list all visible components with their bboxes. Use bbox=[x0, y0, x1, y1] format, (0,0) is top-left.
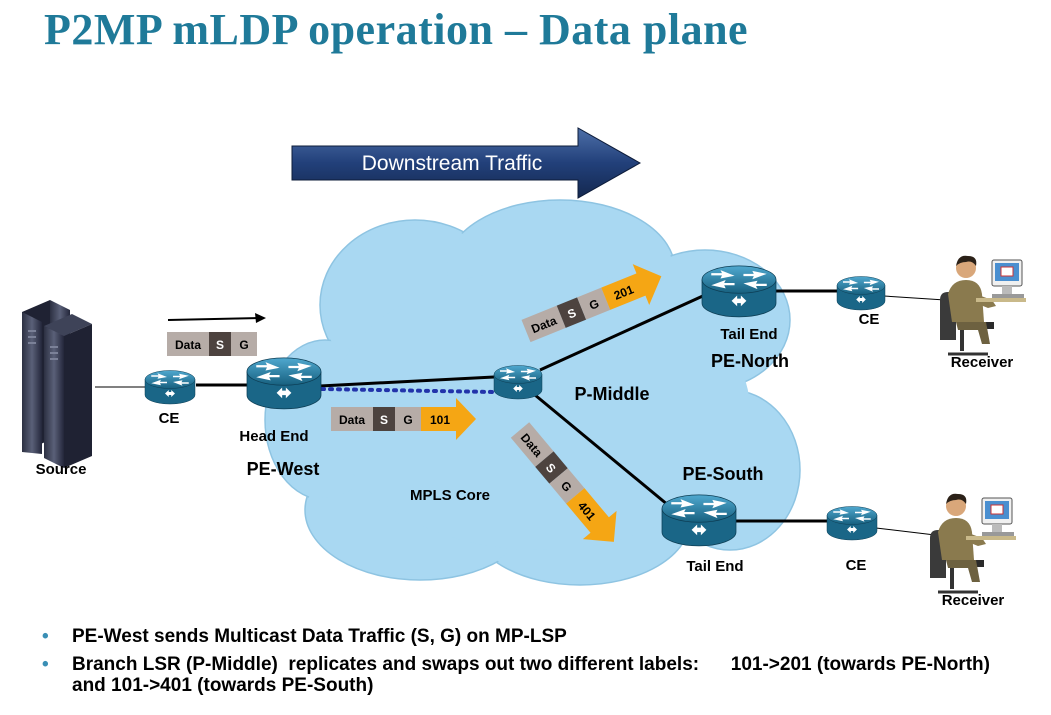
pe-west-name: PE-West bbox=[247, 459, 320, 479]
link-pe-west-p-middle bbox=[319, 375, 495, 388]
ingress-packet: Data S G bbox=[167, 332, 257, 356]
west-core-g-field: G bbox=[403, 413, 412, 427]
ce-north-router-icon bbox=[837, 277, 885, 311]
west-core-packet: Data S G 101 bbox=[331, 398, 476, 440]
pe-north-router-icon bbox=[702, 266, 776, 317]
ingress-data-field: Data bbox=[175, 338, 201, 352]
ce-south-label: CE bbox=[846, 557, 867, 574]
link-p-middle-pe-south bbox=[534, 393, 669, 507]
pe-west-router-icon bbox=[247, 358, 321, 409]
pe-south-router-icon bbox=[662, 495, 736, 546]
links bbox=[95, 289, 946, 536]
bullet-list: •PE-West sends Multicast Data Traffic (S… bbox=[40, 626, 1027, 703]
bullet-item: •PE-West sends Multicast Data Traffic (S… bbox=[42, 626, 567, 647]
receiver-north-person-icon bbox=[938, 254, 1028, 356]
receiver-south-label: Receiver bbox=[942, 592, 1005, 609]
pe-south-role: Tail End bbox=[686, 558, 743, 575]
p-middle-name: P-Middle bbox=[575, 384, 650, 404]
bullet-text: PE-West sends Multicast Data Traffic (S,… bbox=[72, 626, 567, 647]
slide-title: P2MP mLDP operation – Data plane bbox=[44, 5, 749, 54]
source-label: Source bbox=[36, 461, 87, 478]
mpls-core-cloud: MPLS Core bbox=[264, 199, 801, 586]
west-core-data-field: Data bbox=[339, 413, 365, 427]
ce-west-router-icon bbox=[145, 371, 195, 405]
ce-north-label: CE bbox=[859, 311, 880, 328]
pe-west-role: Head End bbox=[239, 428, 308, 445]
ce-south-router-icon bbox=[827, 507, 877, 541]
link-ce-receiver-south bbox=[875, 527, 936, 536]
pe-north-name: PE-North bbox=[711, 351, 789, 371]
mpls-core-label: MPLS Core bbox=[410, 487, 490, 504]
link-p-middle-pe-north bbox=[539, 293, 706, 372]
pe-north-role: Tail End bbox=[720, 326, 777, 343]
receiver-south-person-icon bbox=[928, 492, 1018, 594]
source-server-icon bbox=[22, 300, 92, 468]
ingress-g-field: G bbox=[239, 338, 248, 352]
ingress-s-field: S bbox=[216, 338, 224, 352]
link-ce-receiver-north bbox=[883, 295, 946, 301]
bullet-text: Branch LSR (P-Middle) replicates and swa… bbox=[72, 654, 996, 696]
south-packet: Data S G 401 bbox=[510, 422, 617, 542]
north-packet: Data S G 201 bbox=[521, 264, 662, 343]
west-core-s-field: S bbox=[380, 413, 388, 427]
pe-south-name: PE-South bbox=[683, 464, 764, 484]
bullet-item: •Branch LSR (P-Middle) replicates and sw… bbox=[42, 654, 996, 696]
p-middle-router-icon bbox=[494, 366, 542, 400]
west-core-label-field: 101 bbox=[430, 413, 450, 427]
ingress-direction-arrow bbox=[167, 313, 266, 323]
ce-west-label: CE bbox=[159, 410, 180, 427]
mp-lsp-path bbox=[320, 387, 496, 394]
receiver-north-label: Receiver bbox=[951, 354, 1014, 371]
downstream-traffic-label: Downstream Traffic bbox=[362, 152, 543, 175]
downstream-traffic-arrow: Downstream Traffic bbox=[291, 127, 642, 199]
